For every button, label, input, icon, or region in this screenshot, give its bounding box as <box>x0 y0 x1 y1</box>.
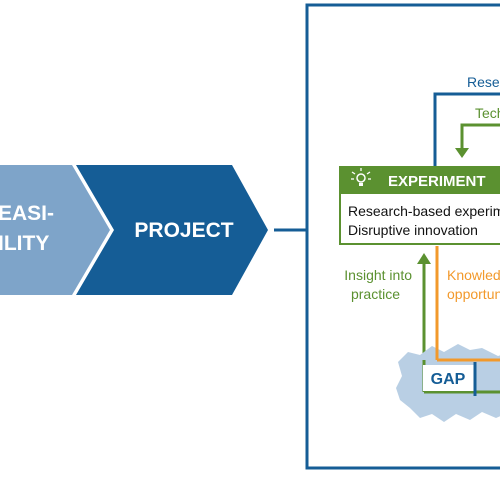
insight-label-line2: practice <box>351 286 400 302</box>
research-label: Rese <box>467 74 500 90</box>
knowledge-label-line2: opportun <box>447 286 500 302</box>
outer-frame <box>305 3 500 470</box>
knowledge-arrow-line <box>435 246 500 362</box>
experiment-line2: Disruptive innovation <box>348 222 478 238</box>
feasibility-label-line2: ILITY <box>0 232 49 255</box>
tech-label: Tech <box>475 105 500 121</box>
project-chevron <box>76 165 268 295</box>
gap-label: GAP <box>431 371 466 388</box>
project-label: PROJECT <box>134 219 233 242</box>
experiment-header <box>340 167 500 194</box>
insight-label-line1: Insight into <box>344 267 412 283</box>
insight-arrowhead <box>417 253 431 264</box>
feasibility-label-line1: EASI- <box>0 202 54 225</box>
tech-arrow-line <box>460 123 500 150</box>
knowledge-label-line1: Knowled <box>447 267 500 283</box>
tech-arrowhead <box>455 148 469 158</box>
gap-label-box <box>423 365 475 391</box>
experiment-title: EXPERIMENT <box>388 173 486 190</box>
lightbulb-icon <box>351 168 371 186</box>
research-arrow-line <box>433 92 500 167</box>
feasibility-chevron <box>0 165 110 295</box>
experiment-line1: Research-based experim <box>348 203 500 219</box>
